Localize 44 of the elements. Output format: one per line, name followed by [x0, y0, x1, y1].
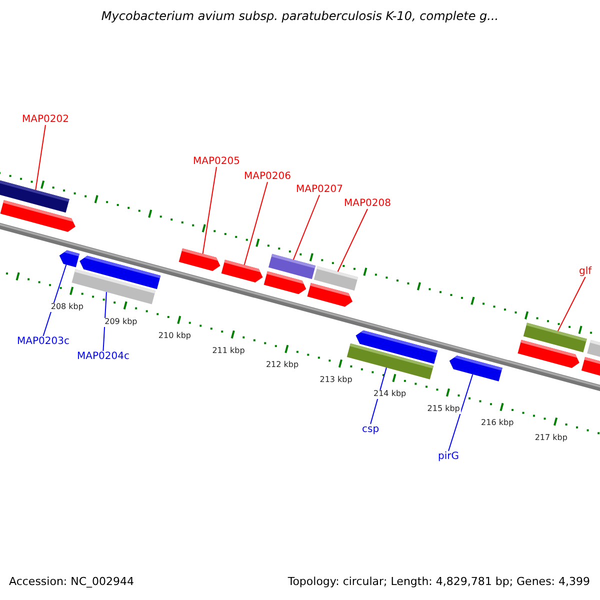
gene-feature — [0, 200, 76, 232]
gene-feature — [307, 283, 352, 307]
gene-feature — [59, 250, 80, 268]
leader-line — [35, 124, 46, 191]
gene-feature — [221, 260, 263, 282]
leader-line — [244, 182, 268, 266]
scale-label: 215 kbp — [426, 404, 461, 414]
gene-label: pirG — [438, 451, 459, 462]
genome-summary: Topology: circular; Length: 4,829,781 bp; Genes: 4,399 — [288, 576, 590, 588]
feature-bar — [72, 269, 156, 304]
leader-line — [202, 166, 217, 254]
leader-line — [102, 292, 107, 352]
gene-feature — [518, 340, 580, 368]
gene-label: MAP0204c — [77, 351, 130, 362]
gene-feature — [178, 248, 220, 271]
scale-label: 213 kbp — [318, 376, 354, 385]
gene-label: MAP0205 — [193, 156, 240, 167]
scale-label: 209 kbp — [104, 318, 138, 327]
scale-label: 216 kbp — [480, 419, 515, 428]
gene-label: MAP0208 — [344, 198, 391, 209]
gene-label: glf — [579, 266, 592, 277]
scale-label: 210 kbp — [157, 332, 192, 342]
gene-label: MAP0207 — [296, 184, 343, 195]
leader-line — [292, 194, 320, 260]
leader-line — [557, 276, 586, 332]
gene-feature — [449, 356, 502, 382]
scale-label: 217 kbp — [534, 434, 568, 443]
gene-label: MAP0202 — [22, 114, 69, 125]
leader-line — [337, 208, 368, 272]
gene-feature — [264, 271, 306, 294]
gene-label: MAP0206 — [244, 171, 291, 182]
gene-feature — [356, 330, 438, 364]
scale-label: 211 kbp — [211, 346, 246, 356]
gene-feature — [581, 357, 600, 376]
map-title: Mycobacterium avium subsp. paratuberculosis K-10, complete g... — [100, 10, 500, 24]
gene-label: MAP0203c — [17, 336, 70, 347]
scale-label: 214 kbp — [372, 390, 408, 400]
scale-label: 212 kbp — [264, 361, 300, 370]
gene-label: csp — [362, 424, 380, 435]
accession-text: Accession: NC_002944 — [9, 576, 134, 588]
scale-label: 208 kbp — [50, 303, 84, 312]
leader-line — [42, 264, 67, 336]
feature-bar — [587, 340, 600, 357]
leader-line — [448, 374, 474, 452]
